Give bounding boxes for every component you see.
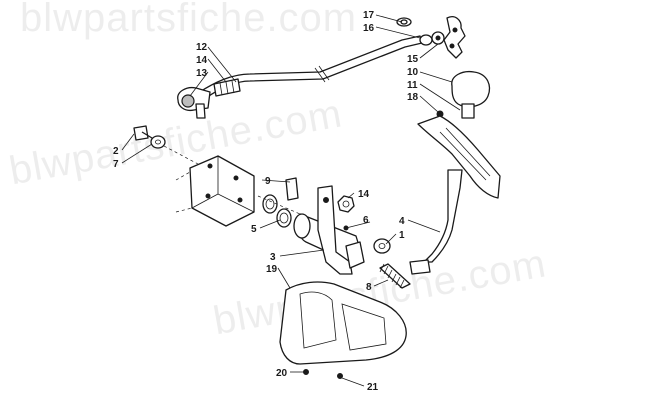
callout-4: 4 (399, 216, 405, 227)
callout-6: 6 (363, 215, 369, 226)
shift-knob (436, 70, 491, 119)
nut-and-washers (337, 195, 391, 254)
return-spring (379, 263, 411, 289)
callout-9: 9 (265, 176, 271, 187)
bushings-and-rings (257, 177, 301, 228)
callout-5: 5 (251, 224, 257, 235)
upper-linkage (396, 16, 466, 59)
pivot-shaft-arm (293, 185, 365, 275)
callout-13: 13 (196, 68, 208, 79)
callout-12: 12 (196, 42, 208, 53)
callout-16: 16 (363, 23, 375, 34)
callout-15: 15 (407, 54, 419, 65)
callout-8: 8 (366, 282, 372, 293)
callout-19: 19 (266, 264, 278, 275)
leader-lines (121, 14, 461, 387)
callout-numbers: 12 14 13 17 16 15 10 11 18 2 7 9 14 5 6 … (113, 10, 419, 393)
callout-3: 3 (270, 252, 276, 263)
shift-cover (279, 281, 407, 379)
callout-1: 1 (399, 230, 405, 241)
callout-2: 2 (113, 146, 119, 157)
callout-11: 11 (407, 80, 418, 91)
callout-14-upper: 14 (196, 55, 208, 66)
rod-end-joint (177, 78, 241, 119)
callout-18: 18 (407, 92, 419, 103)
callout-10: 10 (407, 67, 419, 78)
mounting-bracket (175, 155, 255, 227)
bolt-and-washer (133, 125, 199, 165)
callout-21: 21 (367, 382, 379, 393)
callout-14-lower: 14 (358, 189, 370, 200)
callout-17: 17 (363, 10, 375, 21)
callout-20: 20 (276, 368, 288, 379)
shift-pedal-lever (409, 115, 501, 275)
callout-7: 7 (113, 159, 119, 170)
